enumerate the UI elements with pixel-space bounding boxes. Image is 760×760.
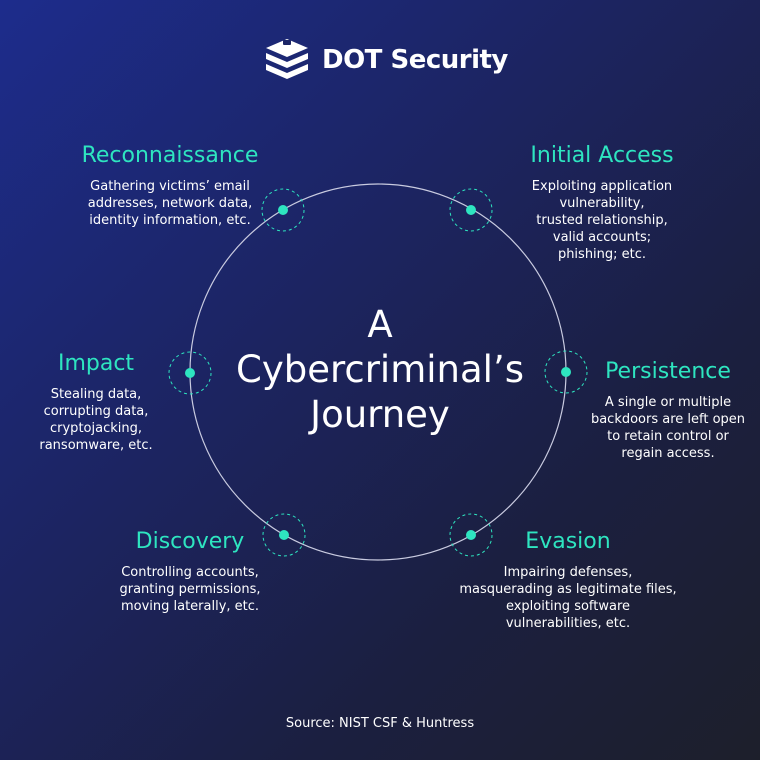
desc-line: phishing; etc. bbox=[557, 247, 647, 262]
stage-evasion: Evasion Impairing defenses, masquerading… bbox=[432, 528, 704, 632]
desc-line: Gathering victims’ email bbox=[90, 179, 250, 194]
desc-line: cryptojacking, bbox=[50, 421, 142, 436]
brand-logo: DOT Security bbox=[262, 36, 508, 84]
stage-description: Gathering victims’ email addresses, netw… bbox=[40, 178, 300, 229]
desc-line: valid accounts; bbox=[552, 230, 652, 245]
title-line: Cybercriminal’s bbox=[236, 348, 524, 391]
desc-line: masquerading as legitimate files, bbox=[459, 582, 677, 597]
desc-line: identity information, etc. bbox=[89, 213, 251, 228]
stage-description: Exploiting application vulnerability, tr… bbox=[472, 178, 732, 263]
stage-title: Evasion bbox=[525, 529, 611, 554]
desc-line: Exploiting application bbox=[531, 179, 673, 194]
desc-line: addresses, network data, bbox=[87, 196, 253, 211]
title-line: Journey bbox=[310, 393, 450, 436]
stage-title: Initial Access bbox=[530, 143, 674, 168]
desc-line: vulnerabilities, etc. bbox=[505, 616, 631, 631]
stage-persistence: Persistence A single or multiple backdoo… bbox=[582, 358, 754, 462]
desc-line: Stealing data, bbox=[50, 387, 142, 402]
stage-description: Controlling accounts, granting permissio… bbox=[70, 564, 310, 615]
stage-title: Discovery bbox=[135, 529, 245, 554]
desc-line: vulnerability, bbox=[559, 196, 645, 211]
desc-line: moving laterally, etc. bbox=[120, 599, 260, 614]
node-reconnaissance bbox=[261, 188, 305, 232]
stage-description: Impairing defenses, masquerading as legi… bbox=[432, 564, 704, 632]
stage-impact: Impact Stealing data, corrupting data, c… bbox=[6, 350, 186, 454]
node-persistence bbox=[544, 350, 588, 394]
brand-name: DOT Security bbox=[322, 45, 508, 75]
stage-title: Reconnaissance bbox=[81, 143, 259, 168]
node-discovery bbox=[262, 513, 306, 557]
node-evasion bbox=[449, 513, 493, 557]
node-initial-access bbox=[449, 188, 493, 232]
stage-description: A single or multiple backdoors are left … bbox=[582, 394, 754, 462]
stage-description: Stealing data, corrupting data, cryptoja… bbox=[6, 386, 186, 454]
desc-line: Impairing defenses, bbox=[503, 565, 633, 580]
node-impact bbox=[168, 351, 212, 395]
desc-line: ransomware, etc. bbox=[39, 438, 153, 453]
stage-reconnaissance: Reconnaissance Gathering victims’ email … bbox=[40, 142, 300, 229]
desc-line: A single or multiple bbox=[604, 395, 732, 410]
title-line: A bbox=[367, 303, 393, 346]
source-citation: Source: NIST CSF & Huntress bbox=[285, 716, 475, 731]
layered-box-icon bbox=[266, 39, 308, 79]
desc-line: Controlling accounts, bbox=[121, 565, 259, 580]
desc-line: regain access. bbox=[621, 446, 715, 461]
desc-line: corrupting data, bbox=[43, 404, 149, 419]
stage-discovery: Discovery Controlling accounts, granting… bbox=[70, 528, 310, 615]
desc-line: exploiting software bbox=[505, 599, 631, 614]
desc-line: backdoors are left open bbox=[590, 412, 746, 427]
desc-line: to retain control or bbox=[607, 429, 729, 444]
stage-title: Impact bbox=[57, 351, 135, 376]
stage-title: Persistence bbox=[605, 359, 731, 384]
diagram-title: A Cybercriminal’s Journey bbox=[200, 302, 560, 437]
stage-initial-access: Initial Access Exploiting application vu… bbox=[472, 142, 732, 263]
desc-line: granting permissions, bbox=[119, 582, 261, 597]
desc-line: trusted relationship, bbox=[536, 213, 668, 228]
